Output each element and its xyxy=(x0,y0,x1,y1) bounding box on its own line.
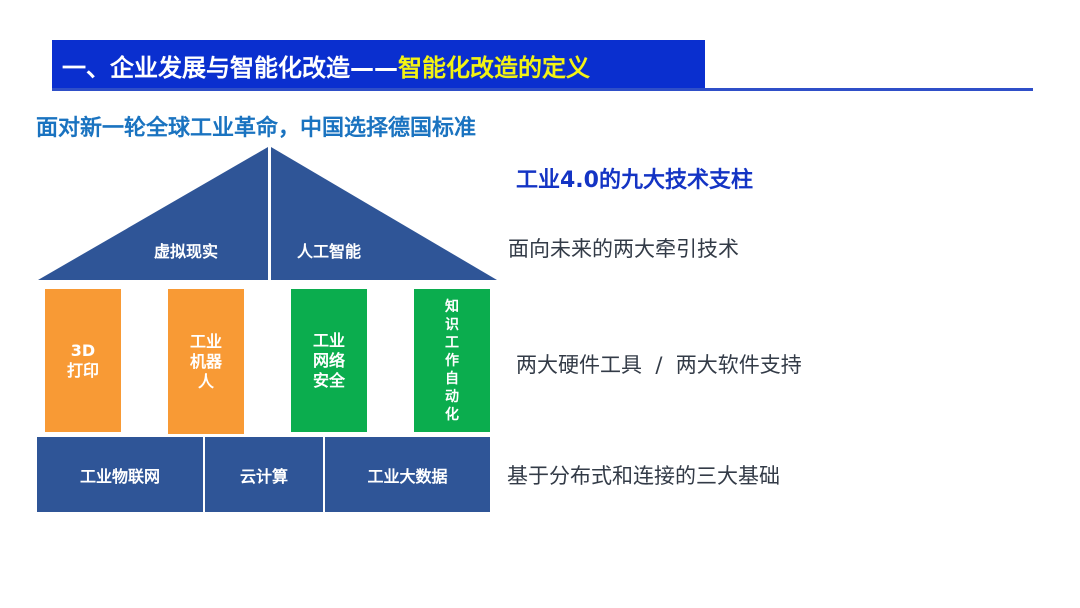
section-header-title: 一、企业发展与智能化改造——智能化改造的定义 xyxy=(62,48,590,83)
pillar-text: 人 xyxy=(197,371,214,391)
pillar-text: 3D xyxy=(70,340,96,360)
pillar-text: 作 xyxy=(445,352,459,369)
pillar-text: 工业 xyxy=(189,331,222,351)
pillar-3d-printing: 3D 打印 xyxy=(45,289,121,432)
base-iot: 工业物联网 xyxy=(37,437,203,512)
pillar-industrial-robot: 工业 机器 人 xyxy=(168,289,244,434)
roof-left-triangle xyxy=(38,147,268,280)
roof-description: 面向未来的两大牵引技术 xyxy=(508,237,739,261)
pillar-industrial-network-security: 工业 网络 安全 xyxy=(291,289,367,432)
pillar-text: 知 xyxy=(445,298,459,315)
pillar-knowledge-work-automation: 知 识 工 作 自 动 化 xyxy=(414,289,490,432)
header-title-main: 一、企业发展与智能化改造—— xyxy=(62,54,398,82)
header-title-highlight: 智能化改造的定义 xyxy=(398,54,590,82)
pillar-text: 自 xyxy=(445,370,459,387)
roof-label-ai: 人工智能 xyxy=(297,242,362,261)
pillar-text: 工业 xyxy=(312,330,345,350)
slide-subtitle: 面对新一轮全球工业革命，中国选择德国标准 xyxy=(36,116,477,141)
base-cloud-computing: 云计算 xyxy=(205,437,323,512)
pillar-text: 机器 xyxy=(189,351,222,371)
pillar-text: 化 xyxy=(445,406,459,423)
pillar-description: 两大硬件工具 / 两大软件支持 xyxy=(516,353,802,377)
pillar-text: 识 xyxy=(445,316,459,333)
roof-right-triangle xyxy=(271,147,497,280)
pillars-title: 工业4.0的九大技术支柱 xyxy=(516,168,753,193)
header-underline xyxy=(52,88,1033,91)
section-header-bar: 一、企业发展与智能化改造——智能化改造的定义 xyxy=(52,40,705,88)
pillar-text: 动 xyxy=(445,388,459,405)
pillar-text: 网络 xyxy=(312,350,345,370)
pillar-text: 打印 xyxy=(66,360,99,380)
base-description: 基于分布式和连接的三大基础 xyxy=(507,464,780,488)
pillar-text: 工 xyxy=(445,334,459,351)
pillar-text: 安全 xyxy=(312,370,345,390)
base-big-data: 工业大数据 xyxy=(325,437,490,512)
roof-label-vr: 虚拟现实 xyxy=(154,242,219,261)
